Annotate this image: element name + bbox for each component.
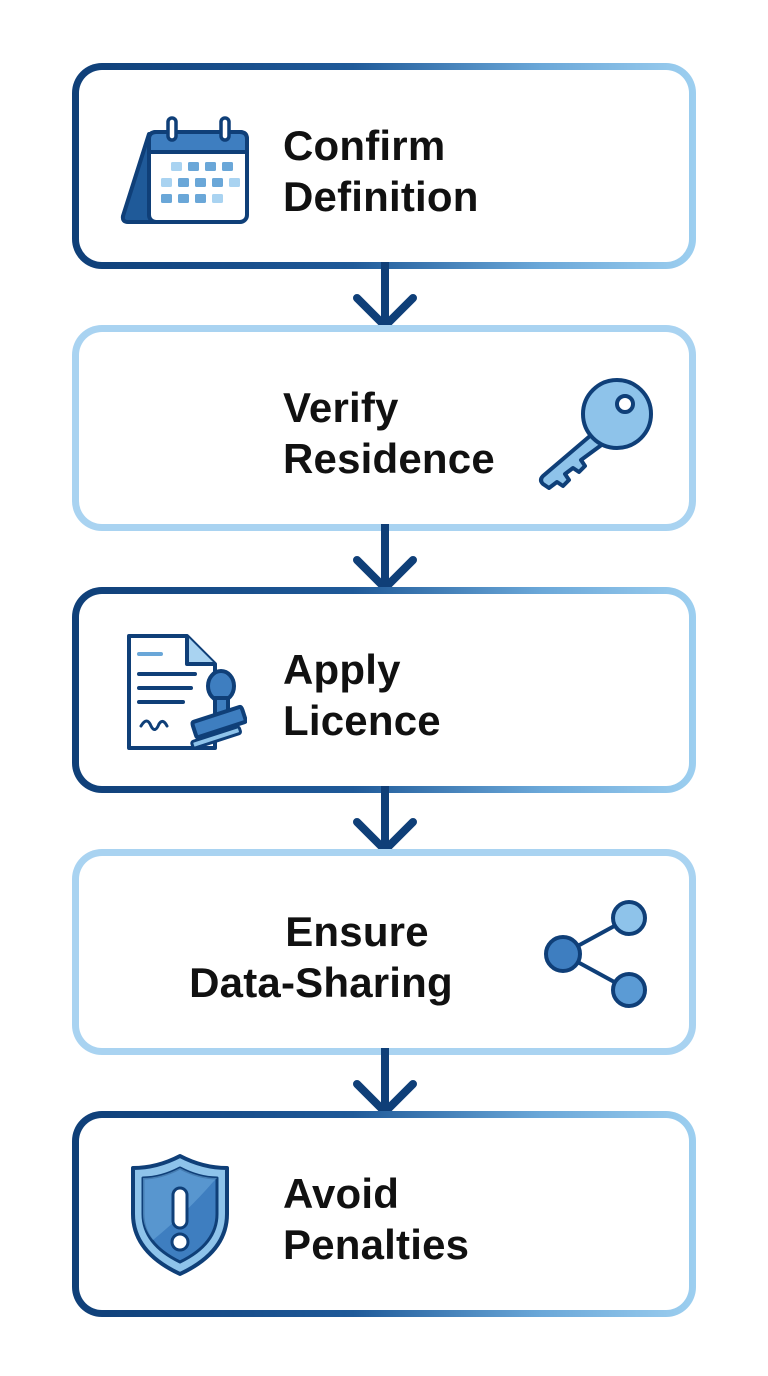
step-confirm-definition: Confirm Definition [72, 63, 696, 269]
step-label: Ensure Data-Sharing [171, 906, 471, 1008]
step-title-line2: Data-Sharing [189, 959, 453, 1006]
step-title-line2: Penalties [283, 1221, 470, 1268]
step-title-line1: Confirm [283, 122, 446, 169]
step-ensure-data-sharing: Ensure Data-Sharing [72, 849, 696, 1055]
document-stamp-icon [123, 630, 247, 754]
down-arrow-icon [345, 524, 425, 604]
calendar-icon [113, 110, 255, 228]
step-verify-residence: Verify Residence [72, 325, 696, 531]
share-icon [535, 894, 653, 1014]
step-title-line1: Apply [283, 646, 401, 693]
step-label: Confirm Definition [283, 120, 479, 222]
key-icon [535, 372, 657, 490]
step-label: Avoid Penalties [283, 1168, 469, 1270]
step-title-line2: Licence [283, 697, 441, 744]
step-title-line2: Definition [283, 173, 479, 220]
step-apply-licence: Apply Licence [72, 587, 696, 793]
step-title-line1: Verify [283, 384, 399, 431]
step-title-line2: Residence [283, 435, 495, 482]
step-avoid-penalties: Avoid Penalties [72, 1111, 696, 1317]
step-title-line1: Ensure [285, 908, 429, 955]
down-arrow-icon [345, 786, 425, 866]
step-title-line1: Avoid [283, 1170, 400, 1217]
step-label: Apply Licence [283, 644, 441, 746]
down-arrow-icon [345, 262, 425, 342]
shield-alert-icon [127, 1152, 233, 1278]
step-label: Verify Residence [283, 382, 495, 484]
down-arrow-icon [345, 1048, 425, 1128]
